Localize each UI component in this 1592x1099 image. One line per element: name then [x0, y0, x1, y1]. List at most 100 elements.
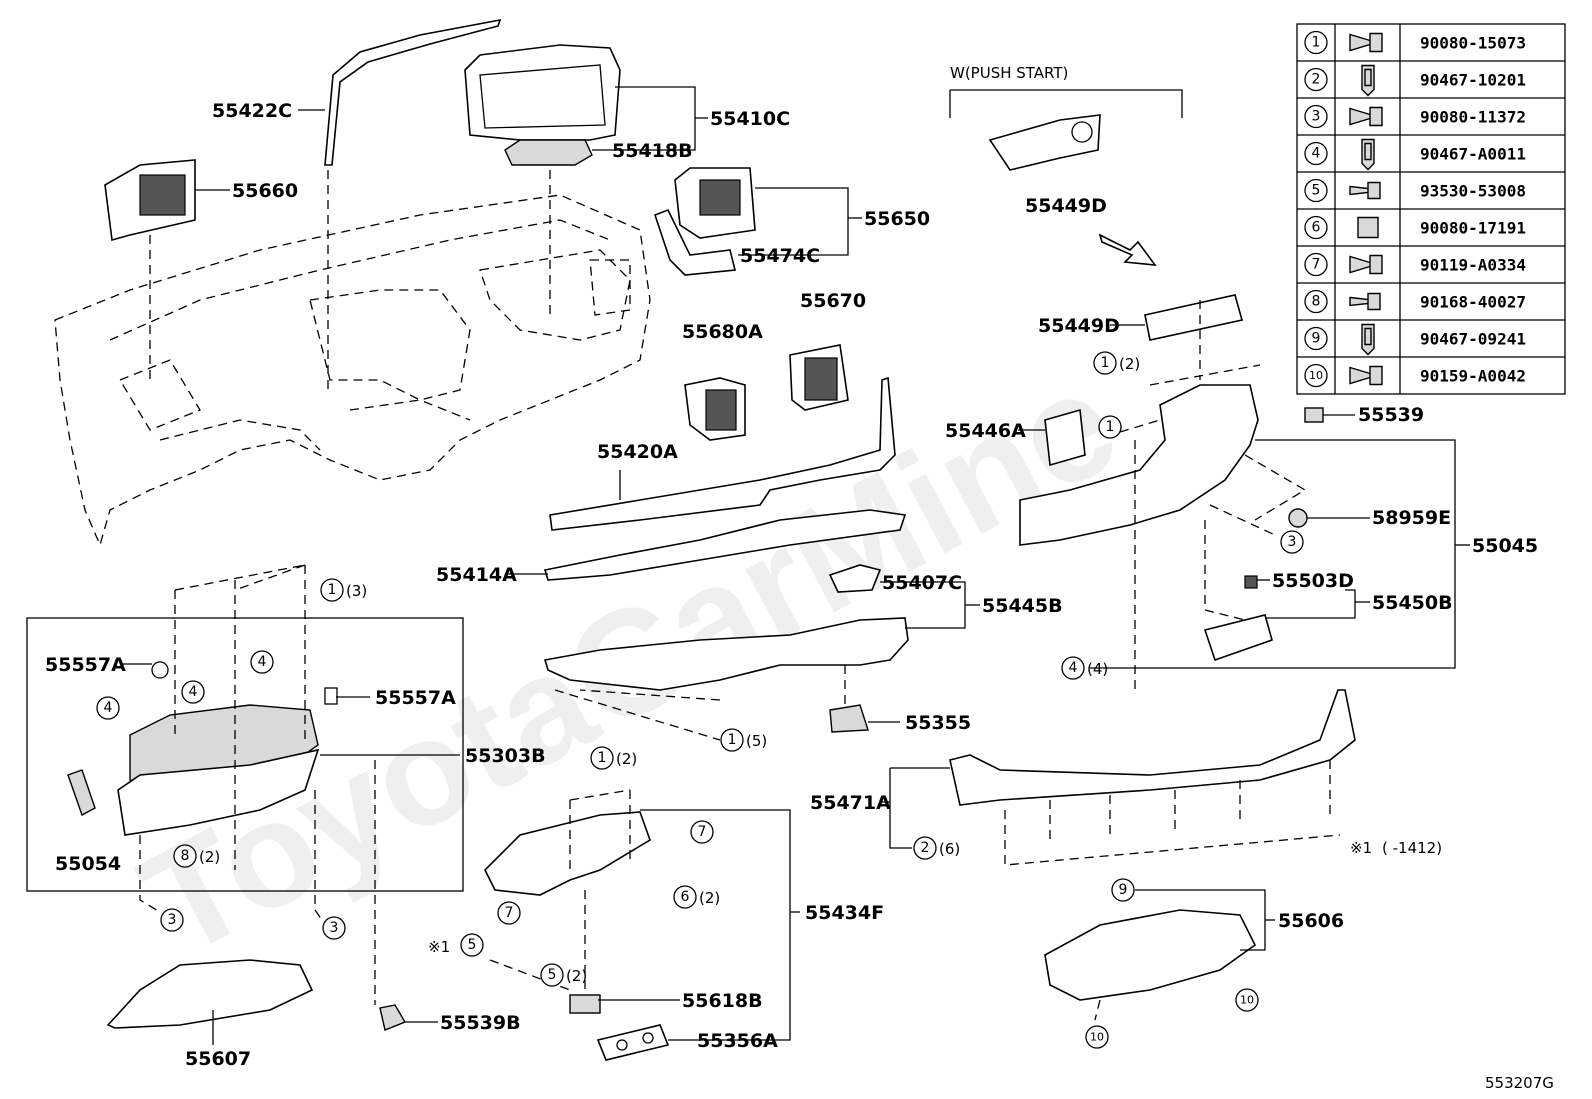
table-row-number-circle: [1304, 178, 1328, 203]
bracket-55355: [829, 704, 869, 733]
svg-text:4: 4: [1069, 660, 1078, 676]
table-row-number-circle: [1304, 67, 1328, 92]
label-55680a: 55680A: [682, 321, 763, 343]
svg-text:3: 3: [1288, 534, 1297, 550]
svg-text:7: 7: [698, 824, 707, 840]
table-row-part-number: 90080-17191: [1420, 219, 1526, 238]
lower-center-panel: [543, 617, 909, 691]
table-row-part-number: 90467-09241: [1420, 330, 1526, 349]
direction-arrow: [1098, 233, 1157, 266]
svg-text:4: 4: [258, 654, 267, 670]
label-55449d-top: 55449D: [1025, 195, 1107, 217]
label-55607: 55607: [185, 1048, 251, 1070]
lower-trim-55471a: [949, 689, 1356, 806]
label-55650: 55650: [864, 208, 930, 230]
diagram-code: 553207G: [1485, 1074, 1554, 1092]
table-row-part-number: 90080-15073: [1420, 34, 1526, 53]
svg-text:3: 3: [168, 912, 177, 928]
svg-text:1: 1: [1106, 419, 1115, 435]
callout-1-single: 1: [1098, 415, 1122, 439]
footnote-marker: ※1: [1350, 839, 1372, 857]
table-row-number-circle: [1304, 215, 1328, 240]
glove-box-group-frame: [26, 617, 464, 892]
panel-55446a: [1044, 408, 1086, 467]
table-row-number: 2: [1312, 72, 1321, 88]
lower-bracket-55434f: [484, 811, 651, 896]
center-cluster-strip: [504, 139, 593, 166]
callout-3-b: 3: [322, 916, 346, 940]
label-55356a: 55356A: [697, 1030, 778, 1052]
label-55446a: 55446A: [945, 420, 1026, 442]
stopper-right: [324, 687, 338, 705]
table-row-number-circle: [1304, 141, 1328, 166]
clip-55539b: [379, 1004, 407, 1031]
callout-4-b: 4: [181, 680, 205, 704]
leader-lines: [120, 86, 1470, 1045]
table-row-number-circle: [1304, 104, 1328, 129]
svg-text:4: 4: [104, 700, 113, 716]
nut-icon: [1357, 216, 1379, 239]
switch-panel-55356a: [596, 1024, 670, 1061]
variant-note: W(PUSH START): [950, 64, 1068, 82]
bolt-washer-icon: [1349, 365, 1383, 386]
lower-panel-55607: [106, 959, 314, 1029]
label-55474c: 55474C: [740, 245, 820, 267]
undercover-55606: [1044, 909, 1257, 1001]
callout-1-5: 1(5): [720, 728, 767, 752]
svg-text:3: 3: [330, 920, 339, 936]
label-55054: 55054: [55, 853, 121, 875]
table-row-number-circle: [1304, 252, 1328, 277]
label-55410c: 55410C: [710, 108, 790, 130]
screw-icon: [1349, 181, 1381, 200]
hook-55503d: [1244, 575, 1258, 589]
callout-2-6: 2(6): [913, 836, 960, 860]
svg-text:1: 1: [598, 750, 607, 766]
label-55539b: 55539B: [440, 1012, 521, 1034]
table-row-part-number: 90119-A0334: [1420, 256, 1526, 275]
callout-4-c: 4: [250, 650, 274, 674]
table-row-number-circle: [1304, 30, 1328, 55]
svg-text:1: 1: [728, 732, 737, 748]
label-55303b: 55303B: [465, 745, 546, 767]
cluster-finish-panel: [464, 44, 621, 141]
switch-base-55618b: [569, 994, 601, 1014]
lower-panel-55045: [1019, 384, 1259, 546]
svg-text:7: 7: [505, 905, 514, 921]
label-55045: 55045: [1472, 535, 1538, 557]
callout-3-right: 3: [1280, 530, 1304, 554]
callout-10-a: 10: [1235, 988, 1259, 1012]
svg-text:(2): (2): [566, 967, 587, 985]
instrument-panel-garnish: [549, 376, 896, 531]
clip-icon: [1361, 138, 1375, 171]
table-row-number-circle: [1304, 363, 1328, 388]
callout-7-b: 7: [497, 901, 521, 925]
switch-bezel-55449d: [1144, 294, 1243, 341]
callout-5-2: 5(2): [540, 963, 587, 987]
callout-1-3: 1(3): [320, 578, 367, 602]
label-58959e: 58959E: [1372, 507, 1451, 529]
part-labels: 55422C 55410C 55418B 55660 55650 55474C …: [45, 64, 1554, 1092]
label-55445b: 55445B: [982, 595, 1063, 617]
svg-text:10: 10: [1090, 1031, 1104, 1044]
label-55618b: 55618B: [682, 990, 763, 1012]
stopper-left: [151, 661, 169, 679]
table-row-number: 8: [1312, 294, 1321, 310]
label-55407c: 55407C: [882, 572, 962, 594]
label-55355: 55355: [905, 712, 971, 734]
svg-text:(2): (2): [699, 889, 720, 907]
table-row-number: 5: [1312, 183, 1321, 199]
callout-8-2: 8(2): [173, 844, 220, 868]
label-55539: 55539: [1358, 404, 1424, 426]
table-row-number: 7: [1312, 257, 1321, 273]
svg-text:4: 4: [189, 684, 198, 700]
label-55434f: 55434F: [805, 902, 884, 924]
clip-icon: [1361, 323, 1375, 356]
svg-text:10: 10: [1240, 994, 1254, 1007]
plug-58959e: [1288, 508, 1308, 528]
label-55420a: 55420A: [597, 441, 678, 463]
footnote-text: ( -1412): [1382, 839, 1442, 857]
clip-55539: [1304, 407, 1324, 423]
svg-text:(2): (2): [1119, 355, 1140, 373]
